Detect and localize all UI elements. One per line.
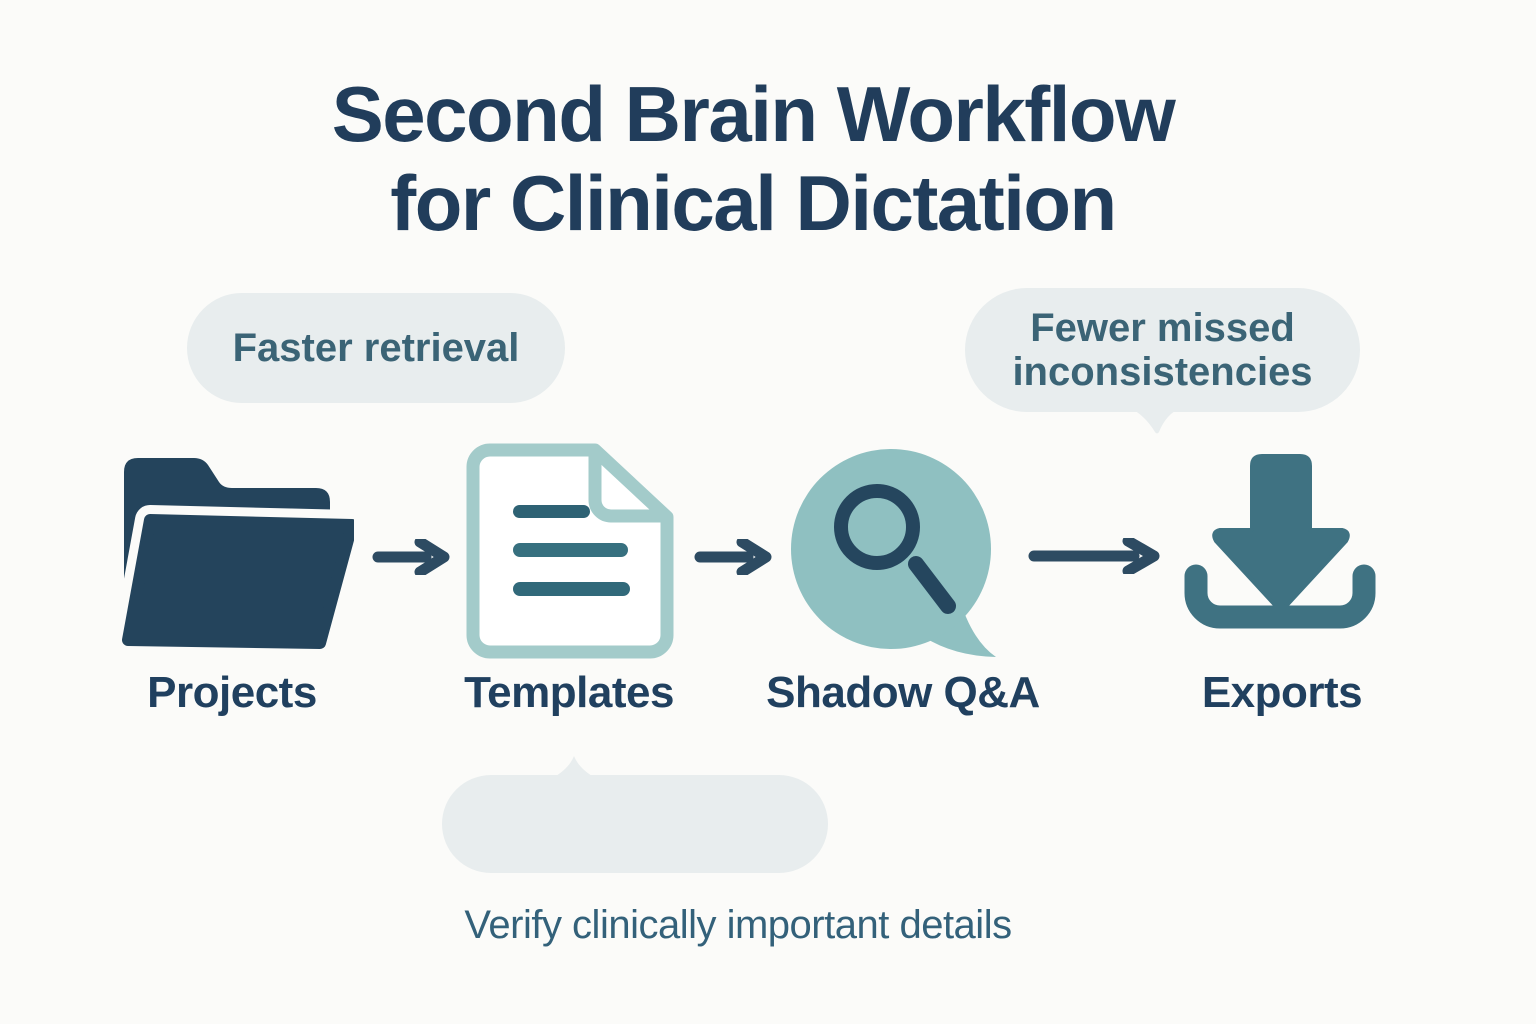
arrow-right-icon: [372, 539, 450, 575]
step-label-shadow-qa: Shadow Q&A: [766, 668, 1040, 717]
folder-icon: [118, 458, 354, 652]
callout-fewer-missed-text: Fewer missed inconsistencies: [1012, 306, 1313, 394]
callout-empty-note: [442, 775, 828, 873]
verify-note-text: Verify clinically important details: [464, 903, 1012, 947]
arrow-right-icon: [1028, 538, 1160, 574]
document-icon: [466, 443, 674, 659]
page-title-line1: Second Brain Workflow: [331, 70, 1176, 158]
download-tray-icon: [1184, 454, 1376, 629]
callout-fewer-missed-tail-icon: [1128, 407, 1182, 434]
callout-empty-tail-icon: [551, 756, 597, 779]
arrow-right-icon: [694, 539, 772, 575]
step-label-projects: Projects: [147, 668, 317, 717]
step-label-templates: Templates: [464, 668, 674, 717]
search-speech-bubble-icon: [791, 449, 996, 657]
page-title: Second Brain Workflow for Clinical Dicta…: [0, 70, 1506, 248]
step-label-exports: Exports: [1201, 668, 1363, 717]
callout-faster-retrieval-text: Faster retrieval: [232, 326, 520, 370]
page-title-line2: for Clinical Dictation: [390, 158, 1117, 247]
callout-fewer-missed: Fewer missed inconsistencies: [965, 288, 1360, 412]
callout-faster-retrieval: Faster retrieval: [187, 293, 565, 403]
